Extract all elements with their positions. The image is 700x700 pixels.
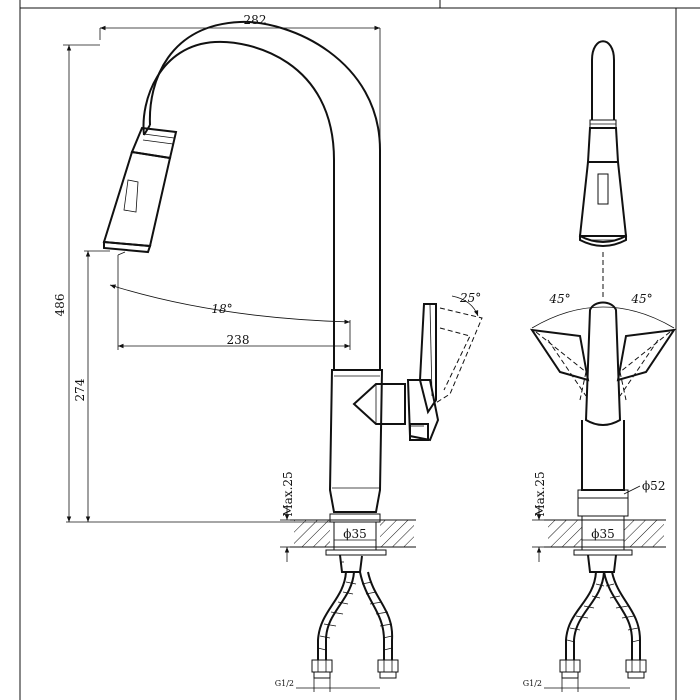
- base-diameter-label: ϕ52: [642, 479, 665, 493]
- lever-handle: 25°: [406, 291, 483, 442]
- front-thread-label: G1/2: [523, 679, 542, 688]
- dim-hole-label: ϕ35: [343, 527, 366, 541]
- drawing-frame: [19, 0, 700, 700]
- dim-reach-label: 238: [227, 333, 250, 347]
- front-lever: 45° 45°: [529, 292, 677, 426]
- spout-inner: [148, 20, 381, 370]
- supply-hoses: G1/2: [275, 571, 399, 692]
- front-body: ϕ52: [577, 420, 665, 517]
- front-countertop: Max.25 ϕ35: [532, 471, 666, 573]
- thread-label: G1/2: [275, 679, 294, 688]
- lever-angle-label: 25°: [459, 291, 481, 305]
- swivel-angle-arc: [109, 284, 351, 325]
- dim-height-label: 486: [53, 294, 67, 317]
- front-spray-head: [578, 127, 628, 247]
- front-view: 45° 45° ϕ52 Max.25 ϕ35: [523, 40, 677, 692]
- countertop-section: Max.25 ϕ35: [280, 471, 416, 573]
- front-hole-label: ϕ35: [591, 527, 614, 541]
- swivel-angle-label: 18°: [211, 302, 232, 316]
- angle-left-label: 45°: [548, 292, 570, 306]
- angle-right-label: 45°: [630, 292, 652, 306]
- dim-deck-label: Max.25: [281, 471, 295, 516]
- spray-head: [102, 126, 178, 256]
- dim-spout-height-label: 274: [73, 378, 87, 401]
- faucet-body: [328, 369, 406, 513]
- spout-outer: [142, 40, 335, 370]
- side-view: 282 486 274 238 18°: [53, 13, 483, 692]
- front-deck-label: Max.25: [533, 471, 547, 516]
- front-supply-hoses: G1/2: [523, 571, 647, 692]
- dim-width-label: 282: [244, 13, 267, 27]
- front-spout: [591, 40, 615, 120]
